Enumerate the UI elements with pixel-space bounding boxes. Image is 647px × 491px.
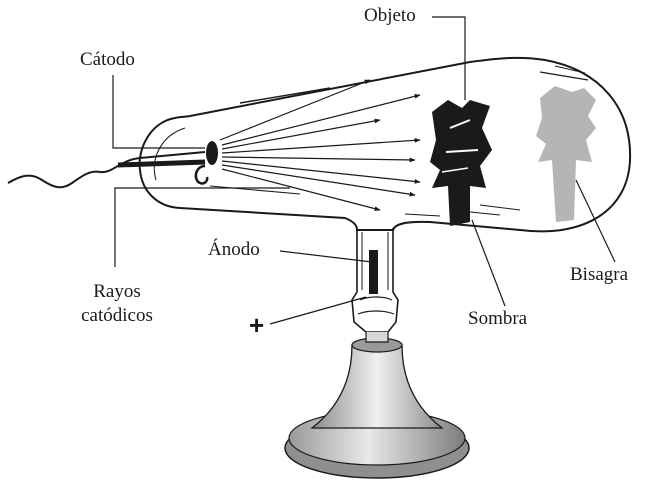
label-anodo: Ánodo: [208, 240, 260, 260]
label-rayos-line1: Rayos: [52, 282, 182, 302]
ray-2: [222, 95, 420, 145]
leader-bisagra: [576, 180, 615, 262]
ray-6: [222, 161, 420, 182]
leader-sombra: [472, 220, 505, 306]
leader-rayos: [115, 188, 290, 267]
cathode-rays: [220, 80, 420, 210]
label-objeto: Objeto: [364, 6, 416, 26]
label-rayos-line2: catódicos: [52, 306, 182, 326]
label-catodo: Cátodo: [80, 50, 135, 70]
leader-objeto: [432, 17, 465, 100]
ray-5: [222, 157, 415, 160]
anode-neck: [352, 228, 398, 342]
cathode-wire: [8, 152, 205, 187]
label-plus: +: [249, 312, 264, 338]
ray-1: [220, 80, 370, 140]
object-cross: [430, 100, 492, 226]
cathode-electrode: [206, 141, 218, 165]
leader-plus: [270, 297, 366, 324]
ray-4: [222, 140, 420, 153]
stand: [285, 338, 469, 478]
label-sombra: Sombra: [468, 309, 527, 329]
leader-catodo: [113, 75, 205, 148]
anode-electrode: [369, 250, 378, 294]
shadow-shape: [536, 86, 596, 222]
label-rayos-catodicos: Rayos catódicos: [52, 282, 182, 326]
cathode-hook: [196, 166, 207, 183]
stand-column: [312, 345, 442, 428]
label-bisagra: Bisagra: [570, 265, 628, 285]
object-shape: [430, 100, 492, 226]
ray-7: [222, 165, 415, 195]
